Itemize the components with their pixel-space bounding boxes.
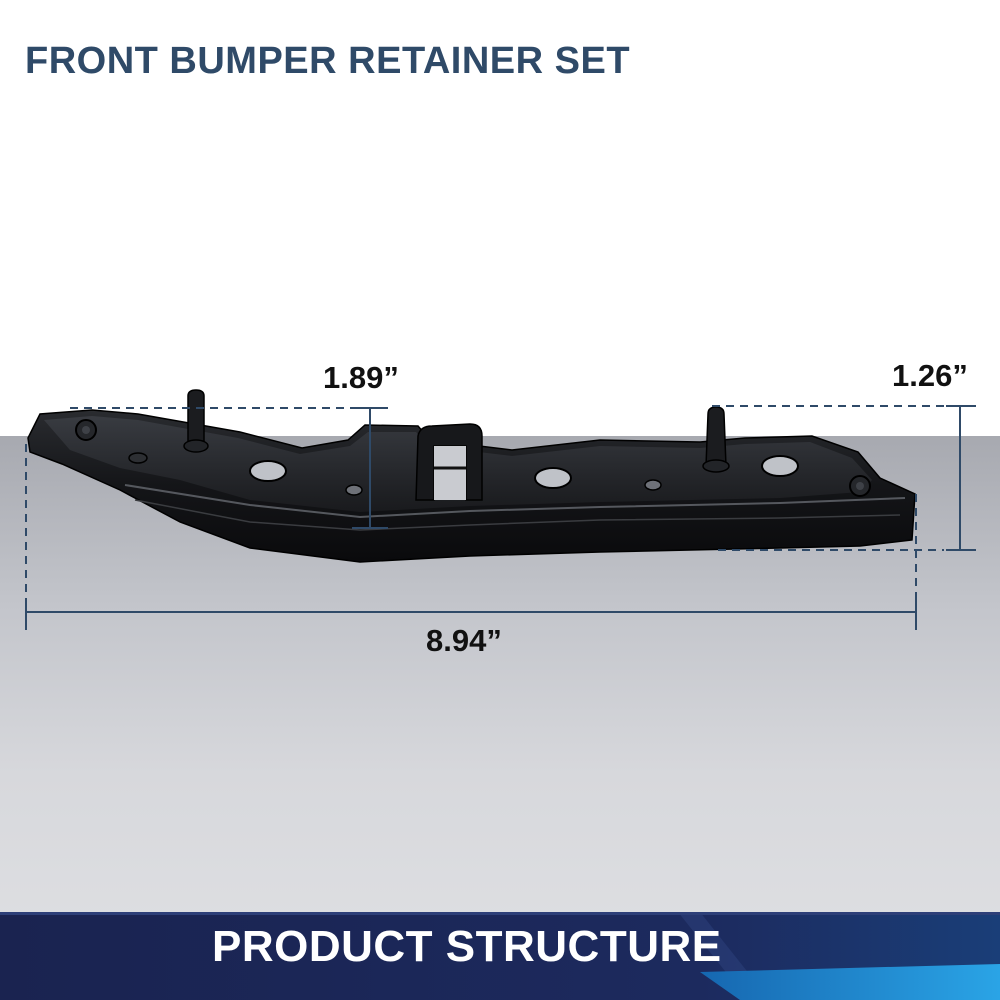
dimension-height-right (712, 405, 976, 551)
bumper-retainer-bracket (27, 389, 916, 563)
length-label: 8.94” (426, 623, 502, 658)
banner-background (0, 912, 1000, 1000)
background-top (0, 0, 1000, 436)
height-right-label: 1.26” (892, 358, 968, 393)
page-title: FRONT BUMPER RETAINER SET (25, 40, 631, 82)
dimension-height-left (70, 407, 388, 529)
banner-title: PRODUCT STRUCTURE (212, 922, 722, 971)
dimension-length (25, 444, 917, 630)
height-left-label: 1.89” (323, 360, 399, 395)
